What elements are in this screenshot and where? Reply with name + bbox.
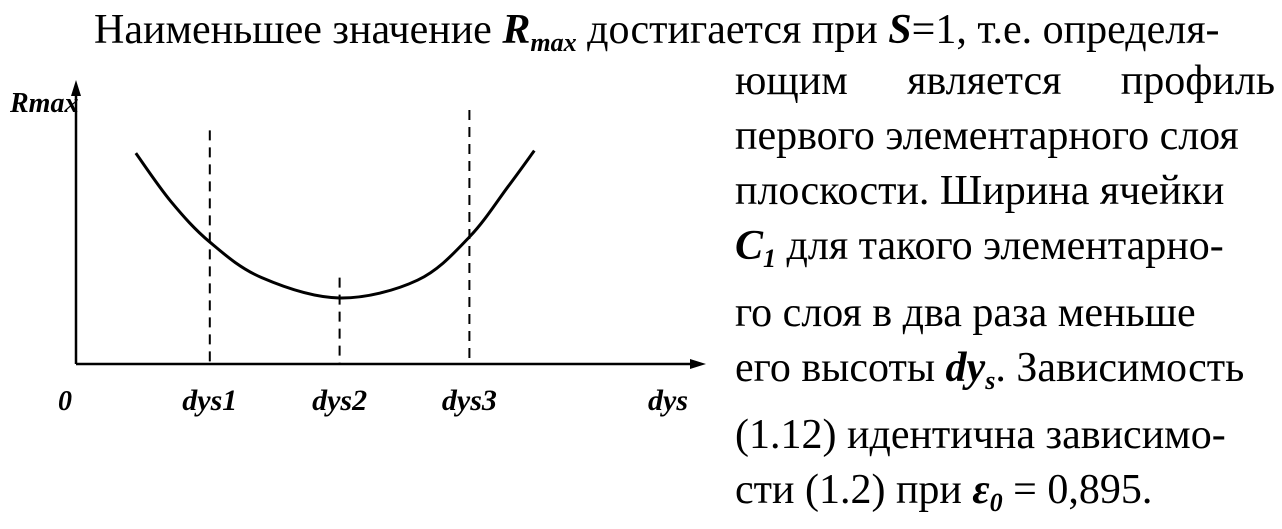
symbol-s: S <box>888 7 912 53</box>
symbol-epsilon0: ε0 <box>972 466 1003 517</box>
text-segment: Наименьшее значение <box>94 7 503 53</box>
text-row-7: (1.12) идентична зависимо- <box>735 411 1226 458</box>
x-axis-label: dys <box>648 384 688 417</box>
x-axis-arrow <box>690 359 706 369</box>
symbol-dys: dys <box>945 344 996 395</box>
text-row-5: го слоя в два раза меньше <box>735 289 1196 336</box>
x-tick-label: dys3 <box>442 384 497 417</box>
text-row-4: C1 для такого элементарно- <box>735 223 1224 273</box>
x-tick-label: dys2 <box>312 384 367 417</box>
text-row-2: первого элементарного слоя <box>735 113 1239 159</box>
text-row-8: сти (1.2) при ε0 = 0,895. <box>735 466 1153 517</box>
text-row-1: ющим является профиль <box>735 58 1275 104</box>
paragraph-wrapped-text: ющим является профиль первого элементарн… <box>735 54 1275 529</box>
text-segment: достигается при <box>576 7 889 53</box>
text-segment: =1, т.е. определя- <box>911 7 1220 53</box>
y-axis-label: Rmax <box>9 88 78 119</box>
symbol-r-max: Rmax <box>502 7 577 57</box>
text-row-6: его высоты dys. Зависимость <box>735 344 1245 395</box>
paragraph-first-line: Наименьшее значение Rmax достигается при… <box>94 2 1274 71</box>
rmax-curve <box>134 149 536 300</box>
symbol-c1: C1 <box>735 223 777 273</box>
x-tick-label: dys1 <box>182 384 237 417</box>
origin-label: 0 <box>58 386 72 417</box>
text-row-3: плоскости. Ширина ячейки <box>735 168 1225 214</box>
rmax-vs-dys-chart: Rmax dys 0 dys1 dys2 dys3 <box>9 80 706 417</box>
y-axis-arrow <box>71 80 81 96</box>
